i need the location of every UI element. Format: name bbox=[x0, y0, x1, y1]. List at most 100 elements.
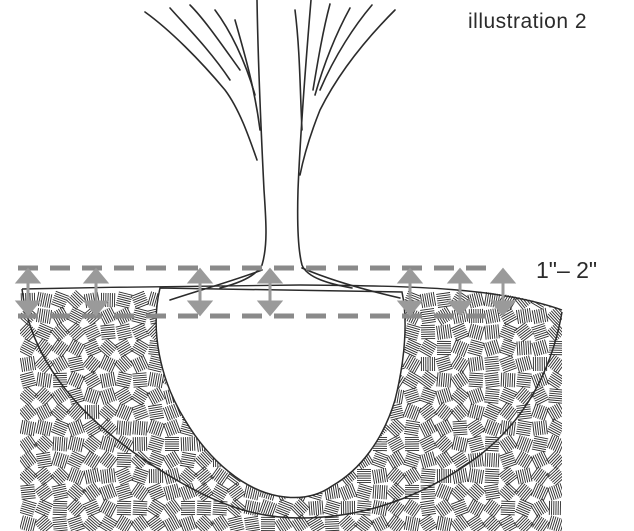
soil-hatch-stroke bbox=[518, 420, 532, 422]
soil-hatch-stroke bbox=[192, 515, 197, 528]
soil-hatch-stroke bbox=[136, 467, 149, 472]
soil-hatch-stroke bbox=[112, 483, 117, 496]
soil-hatch-stroke bbox=[484, 487, 498, 489]
soil-hatch-stroke bbox=[429, 293, 431, 307]
soil-hatch-stroke bbox=[37, 461, 51, 463]
soil-hatch-stroke bbox=[372, 470, 374, 484]
soil-hatch-stroke bbox=[335, 484, 337, 498]
soil-hatch-stroke bbox=[481, 470, 483, 484]
soil-hatch-stroke bbox=[377, 485, 378, 499]
soil-hatch-stroke bbox=[485, 489, 499, 491]
soil-hatch-stroke bbox=[575, 435, 581, 448]
soil-hatch-stroke bbox=[486, 389, 500, 390]
soil-hatch-stroke bbox=[450, 324, 452, 338]
soil-hatch-stroke bbox=[67, 515, 80, 520]
soil-hatch-stroke bbox=[53, 525, 67, 526]
soil-hatch-stroke bbox=[502, 327, 515, 332]
soil-hatch-stroke bbox=[53, 512, 67, 513]
soil-hatch-stroke bbox=[343, 486, 348, 499]
soil-hatch-stroke bbox=[134, 412, 147, 417]
tree-trunk bbox=[220, 0, 266, 288]
soil-hatch-stroke bbox=[517, 425, 531, 427]
soil-hatch-stroke bbox=[442, 389, 446, 402]
soil-hatch-stroke bbox=[101, 331, 115, 332]
soil-hatch-stroke bbox=[186, 437, 187, 451]
soil-hatch-stroke bbox=[565, 342, 575, 352]
soil-hatch-stroke bbox=[22, 504, 35, 508]
soil-hatch-stroke bbox=[571, 293, 573, 307]
soil-hatch-stroke bbox=[531, 324, 544, 328]
soil-hatch-stroke bbox=[487, 292, 489, 306]
soil-hatch-stroke bbox=[486, 370, 500, 371]
soil-hatch-stroke bbox=[486, 343, 490, 356]
soil-hatch-stroke bbox=[494, 340, 498, 353]
soil-hatch-stroke bbox=[518, 423, 532, 425]
soil-hatch-stroke bbox=[62, 437, 63, 451]
soil-hatch-stroke bbox=[525, 309, 527, 323]
soil-hatch-stroke bbox=[22, 496, 36, 497]
soil-hatch-stroke bbox=[565, 313, 575, 322]
soil-hatch-stroke bbox=[326, 504, 339, 508]
soil-hatch-stroke bbox=[549, 304, 563, 305]
soil-hatch-stroke bbox=[420, 311, 434, 313]
soil-hatch-stroke bbox=[92, 390, 96, 403]
soil-hatch-stroke bbox=[56, 453, 60, 466]
soil-hatch-stroke bbox=[52, 451, 56, 464]
soil-hatch-stroke bbox=[133, 382, 147, 383]
soil-hatch-stroke bbox=[264, 501, 269, 514]
soil-hatch-stroke bbox=[43, 309, 45, 323]
soil-hatch-stroke bbox=[148, 372, 150, 386]
soil-hatch-stroke bbox=[167, 406, 172, 419]
soil-hatch-stroke bbox=[421, 494, 435, 495]
soil-hatch-stroke bbox=[485, 476, 499, 477]
soil-hatch-stroke bbox=[119, 496, 132, 500]
soil-hatch-stroke bbox=[564, 340, 574, 350]
soil-hatch-stroke bbox=[169, 405, 174, 418]
soil-hatch-stroke bbox=[491, 325, 492, 339]
soil-hatch-stroke bbox=[528, 341, 529, 355]
soil-hatch-stroke bbox=[133, 476, 146, 481]
soil-hatch-stroke bbox=[43, 373, 45, 387]
soil-hatch-stroke bbox=[569, 438, 575, 451]
soil-hatch-stroke bbox=[130, 422, 131, 436]
soil-hatch-stroke bbox=[440, 390, 444, 403]
soil-hatch-stroke bbox=[565, 358, 576, 367]
soil-hatch-stroke bbox=[494, 423, 499, 436]
soil-hatch-stroke bbox=[259, 499, 264, 512]
soil-hatch-stroke bbox=[375, 453, 388, 458]
soil-hatch-stroke bbox=[563, 483, 575, 490]
soil-hatch-stroke bbox=[108, 485, 113, 498]
soil-hatch-stroke bbox=[537, 421, 539, 435]
soil-hatch-stroke bbox=[501, 458, 514, 463]
depth-arrow bbox=[18, 270, 38, 314]
depth-label: 1"– 2" bbox=[536, 257, 626, 284]
soil-hatch-stroke bbox=[372, 462, 385, 467]
soil-hatch-stroke bbox=[133, 510, 147, 511]
soil-hatch-stroke bbox=[565, 408, 572, 420]
soil-hatch-stroke bbox=[484, 375, 498, 377]
soil-hatch-stroke bbox=[421, 478, 435, 479]
soil-hatch-stroke bbox=[53, 300, 66, 305]
soil-hatch-stroke bbox=[535, 336, 548, 340]
soil-hatch-stroke bbox=[135, 414, 148, 419]
soil-hatch-stroke bbox=[423, 390, 436, 395]
soil-hatch-stroke bbox=[405, 460, 418, 464]
soil-hatch-stroke bbox=[446, 373, 447, 387]
soil-hatch-stroke bbox=[544, 421, 546, 435]
soil-hatch-stroke bbox=[485, 361, 499, 362]
soil-hatch-stroke bbox=[567, 438, 573, 451]
soil-hatch-stroke bbox=[197, 501, 211, 502]
soil-hatch-stroke bbox=[485, 441, 499, 442]
soil-hatch-stroke bbox=[68, 390, 81, 394]
soil-hatch-stroke bbox=[133, 505, 147, 506]
soil-hatch-stroke bbox=[270, 503, 275, 516]
soil-hatch-stroke bbox=[563, 440, 569, 453]
soil-hatch-stroke bbox=[443, 325, 445, 339]
soil-hatch-stroke bbox=[350, 484, 355, 497]
soil-hatch-stroke bbox=[445, 325, 447, 339]
soil-hatch-stroke bbox=[435, 483, 440, 496]
soil-hatch-stroke bbox=[496, 424, 501, 437]
soil-hatch-stroke bbox=[448, 387, 452, 400]
soil-hatch-stroke bbox=[443, 373, 444, 387]
soil-hatch-stroke bbox=[501, 505, 515, 506]
